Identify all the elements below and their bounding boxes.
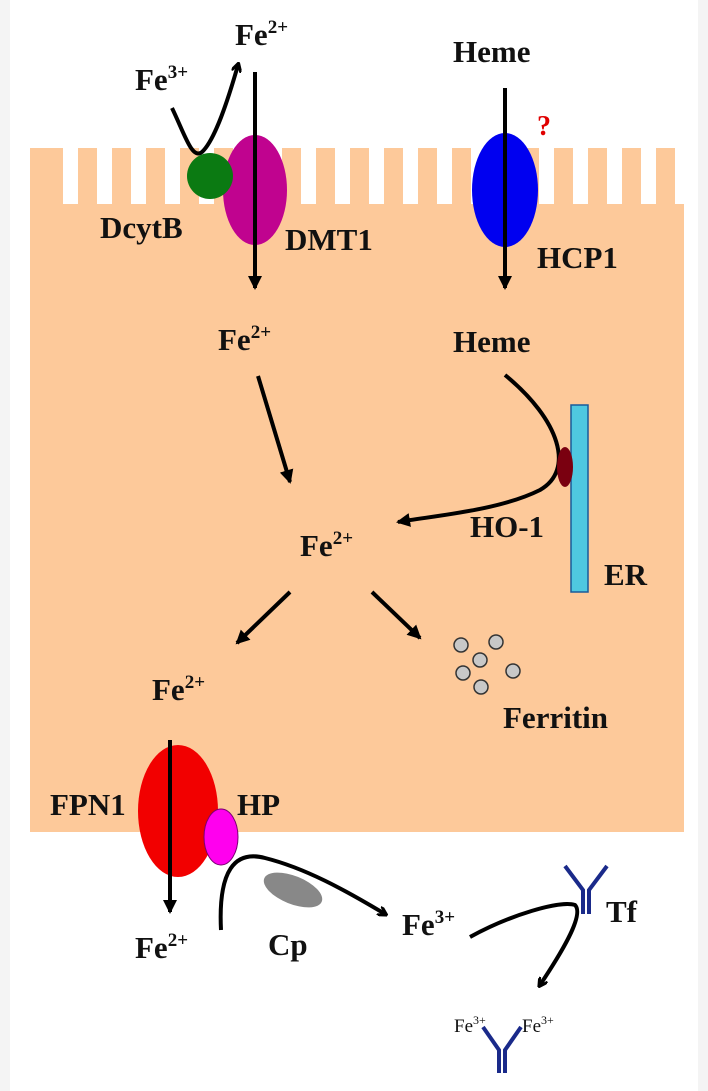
- oxidation-arrow: [218, 854, 385, 931]
- microvillus-gap: [437, 147, 452, 204]
- fe3-outside-label: Fe3+: [402, 907, 455, 942]
- dmt1-label: DMT1: [285, 222, 373, 257]
- fe2-top-label: Fe2+: [235, 17, 288, 52]
- fe2-pool-label: Fe2+: [300, 528, 353, 563]
- ho1-enzyme: [557, 447, 573, 487]
- pool-to-ferritin-arrow: [370, 590, 422, 640]
- microvillus-gap: [335, 147, 350, 204]
- microvillus-gap: [301, 147, 316, 204]
- ho1-label: HO-1: [470, 509, 544, 544]
- microvillus-gap: [403, 147, 418, 204]
- cp-label: Cp: [268, 927, 308, 962]
- fe3-bound-left-label: Fe3+: [454, 1013, 486, 1037]
- holo-transferrin-icon: [481, 1025, 523, 1073]
- fe3-bound-right-label: Fe3+: [522, 1013, 554, 1037]
- ceruloplasmin: [263, 872, 323, 908]
- microvillus-gap: [97, 147, 112, 204]
- pool-to-export-arrow: [235, 590, 292, 645]
- fe3-top-label: Fe3+: [135, 62, 188, 97]
- tf-label: Tf: [606, 894, 638, 929]
- heme-cytosol-label: Heme: [453, 324, 530, 359]
- microvillus-gap: [607, 147, 622, 204]
- unknown-mark: ?: [537, 111, 551, 142]
- heme-degradation-arrow: [396, 373, 561, 527]
- endoplasmic-reticulum: [570, 404, 589, 593]
- hephaestin-protein: [203, 808, 239, 866]
- microvillus-gap: [675, 147, 690, 204]
- microvillus-gap: [641, 147, 656, 204]
- fe-to-pool-arrow: [256, 375, 294, 484]
- microvillus-gap: [165, 147, 180, 204]
- dcytb-protein: [187, 153, 233, 199]
- hp-label: HP: [237, 787, 280, 822]
- dcytb-label: DcytB: [100, 210, 183, 245]
- hcp1-label: HCP1: [537, 240, 618, 275]
- tf-binding-arrow: [469, 902, 580, 985]
- microvillus-gap: [539, 147, 554, 204]
- microvillus-gap: [131, 147, 146, 204]
- fpn1-transporter: [138, 745, 218, 877]
- transferrin-icon: [563, 864, 609, 914]
- fpn1-label: FPN1: [50, 787, 126, 822]
- reduction-arrow: [170, 65, 238, 156]
- ferritin-particles: [453, 634, 521, 695]
- fe2-export-label: Fe2+: [152, 672, 205, 707]
- fe2-outside-label: Fe2+: [135, 930, 188, 965]
- microvillus-gap: [369, 147, 384, 204]
- microvillus-gap: [573, 147, 588, 204]
- er-label: ER: [604, 557, 648, 592]
- ferritin-label: Ferritin: [503, 700, 608, 735]
- microvillus-gap: [63, 147, 78, 204]
- heme-top-label: Heme: [453, 34, 530, 69]
- fe2-cytosol-label: Fe2+: [218, 322, 271, 357]
